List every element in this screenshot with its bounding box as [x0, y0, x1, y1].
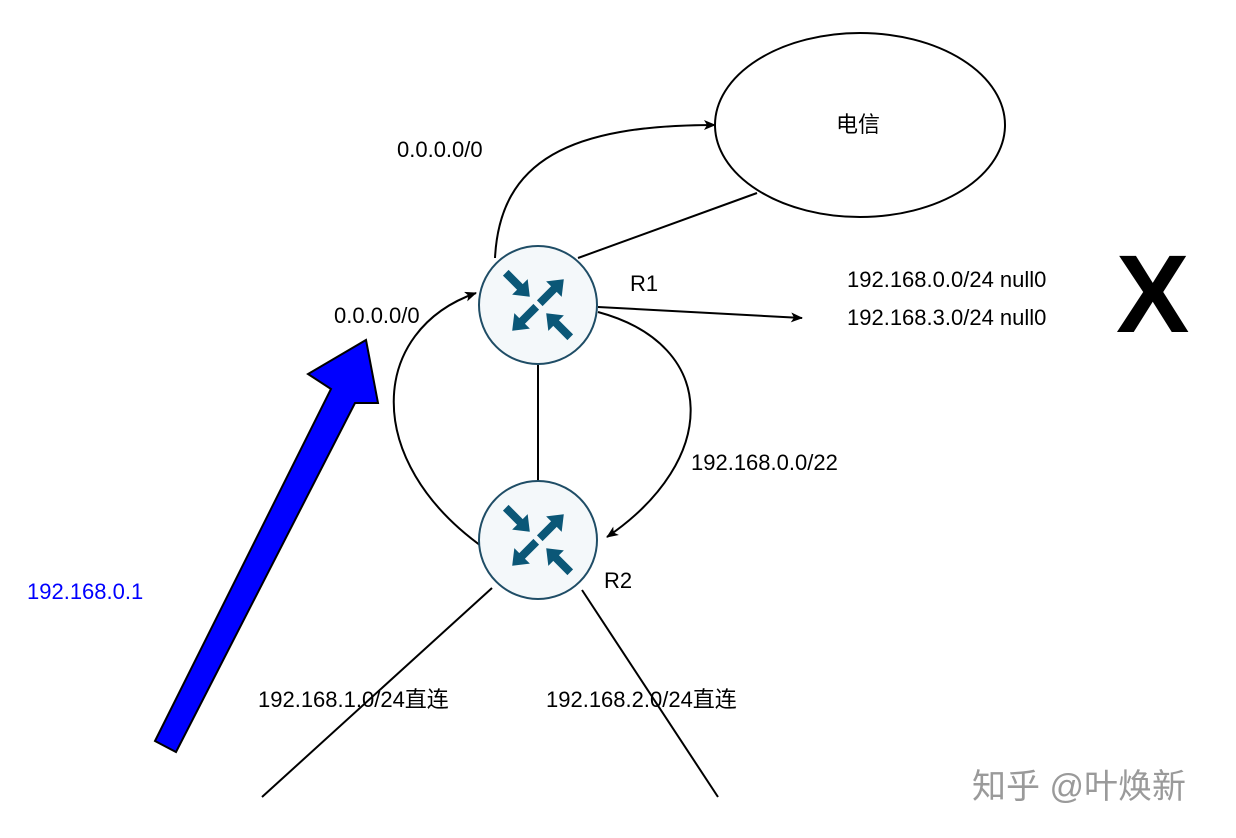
null-route-1: 192.168.0.0/24 null0 — [847, 267, 1047, 292]
router-r2-icon — [478, 480, 598, 600]
net-label-left: 192.168.1.0/24直连 — [258, 687, 449, 712]
r2-label: R2 — [604, 568, 633, 593]
watermark: 知乎 @叶焕新 — [972, 768, 1186, 806]
router-arrows-icon — [502, 504, 574, 576]
r1-label: R1 — [630, 271, 659, 296]
route-arrow-r1-to-r2 — [597, 311, 692, 538]
telecom-label: 电信 — [836, 112, 881, 137]
router-arrows-icon — [502, 269, 574, 341]
packet-source-label: 192.168.0.1 — [27, 579, 144, 604]
drop-mark: X — [1116, 233, 1190, 356]
edge-label-r1-to-r2: 192.168.0.0/22 — [691, 450, 838, 475]
router-r1-icon — [478, 245, 598, 365]
link-telecom-r1 — [577, 192, 758, 259]
net-label-right: 192.168.2.0/24直连 — [546, 687, 737, 712]
route-arrow-null0 — [597, 306, 803, 323]
edge-label-r2-default: 0.0.0.0/0 — [334, 303, 420, 328]
route-arrow-r2-default — [392, 291, 485, 549]
packet-flow-arrow — [153, 338, 380, 754]
route-arrow-r1-default — [494, 120, 716, 259]
null-route-2: 192.168.3.0/24 null0 — [847, 305, 1047, 330]
link-r2-left-net — [261, 587, 493, 798]
edge-label-r1-default: 0.0.0.0/0 — [397, 137, 483, 162]
link-r2-right-net — [581, 589, 719, 798]
